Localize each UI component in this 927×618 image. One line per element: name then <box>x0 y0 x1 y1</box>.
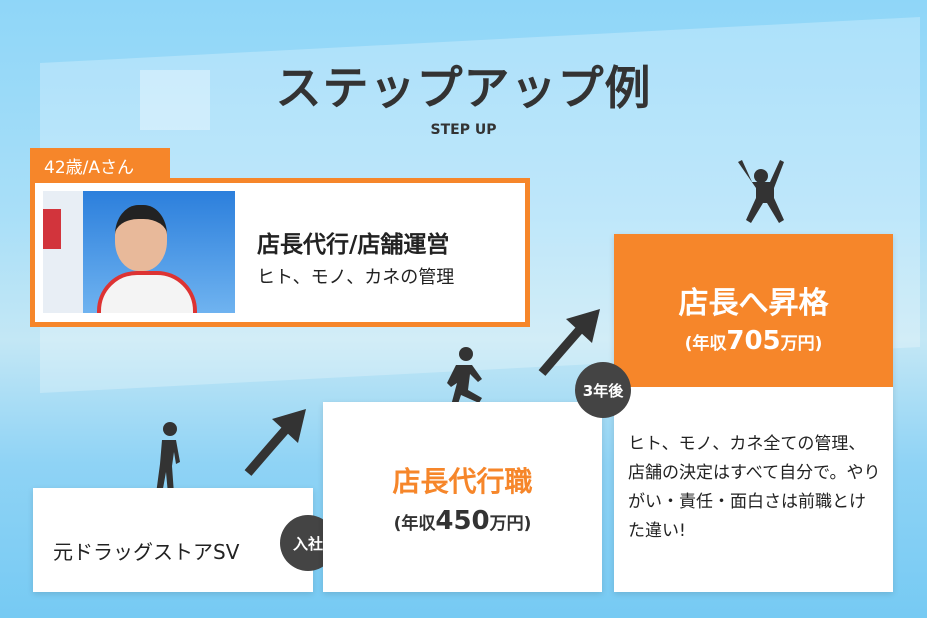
salary-prefix: (年収 <box>393 514 436 534</box>
three-years-later-badge: 3年後 <box>575 362 631 418</box>
arrow-up-right-icon <box>538 309 600 376</box>
salary-value: 705 <box>726 326 781 356</box>
step-salary: (年収450万円) <box>323 506 602 536</box>
page-title: ステップアップ例 <box>275 61 652 115</box>
step-salary: (年収705万円) <box>614 326 893 356</box>
step-card-former-sv: 元ドラッグストアSV <box>33 488 313 592</box>
profile-photo <box>43 191 235 313</box>
page-subtitle: STEP UP <box>430 122 497 138</box>
step-description: ヒト、モノ、カネ全ての管理、店舗の決定はすべて自分で。やりがい・責任・面白さは前… <box>628 434 881 541</box>
profile-description: ヒト、モノ、カネの管理 <box>257 267 455 288</box>
walking-person-icon <box>156 422 180 494</box>
profile-card: 店長代行/店舗運営 ヒト、モノ、カネの管理 <box>30 178 530 327</box>
step-label: 店長代行職 <box>392 465 533 498</box>
running-person-icon <box>447 347 482 413</box>
jumping-person-icon <box>738 160 784 223</box>
salary-prefix: (年収 <box>684 334 727 354</box>
step-label: 元ドラッグストアSV <box>53 540 240 564</box>
salary-value: 450 <box>435 506 490 536</box>
background-ok-logo <box>140 70 210 130</box>
salary-suffix: 万円) <box>780 334 823 354</box>
salary-suffix: 万円) <box>489 514 532 534</box>
step-label: 店長へ昇格 <box>678 286 829 321</box>
promotion-header: 店長へ昇格 (年収705万円) <box>614 234 893 387</box>
step-card-acting-manager: 店長代行職 (年収450万円) <box>323 402 602 592</box>
step-card-store-manager: 店長へ昇格 (年収705万円) ヒト、モノ、カネ全ての管理、店舗の決定はすべて自… <box>614 234 893 592</box>
arrow-up-right-icon <box>244 409 306 476</box>
profile-role: 店長代行/店舗運営 <box>257 232 450 258</box>
profile-tag: 42歳/Aさん <box>30 148 170 180</box>
